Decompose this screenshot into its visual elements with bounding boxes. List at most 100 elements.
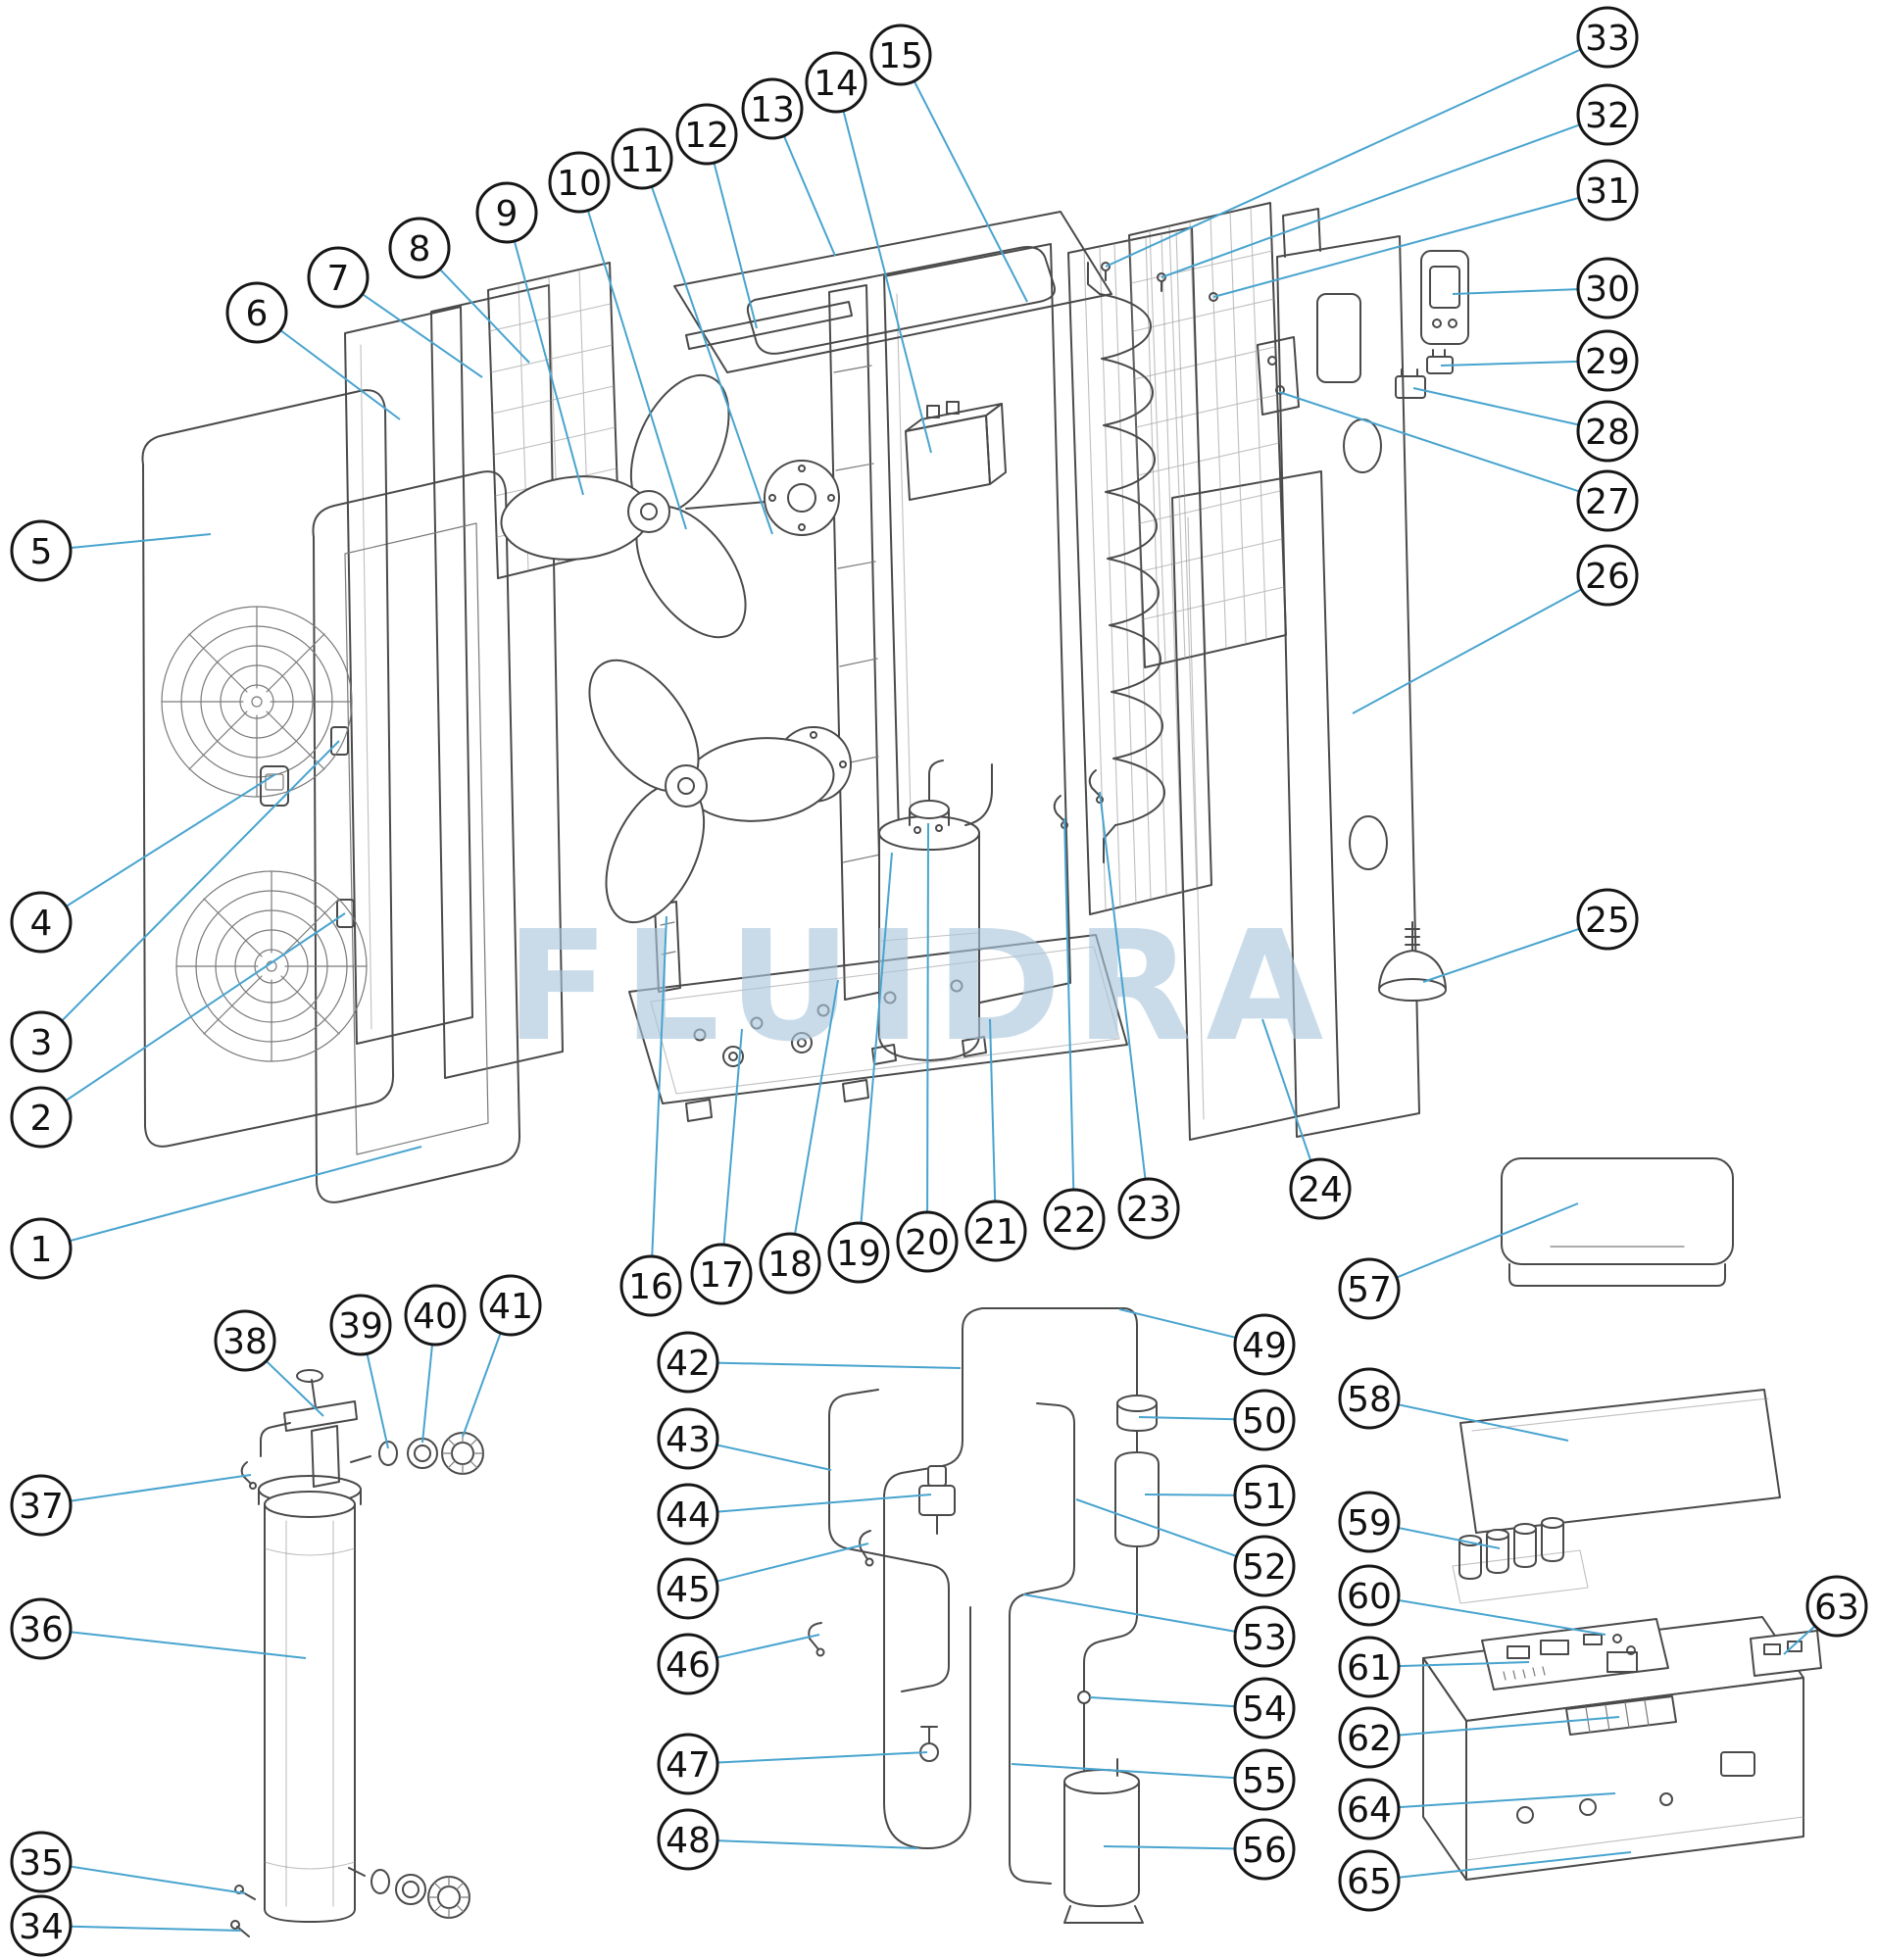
callout-60: 60: [1338, 1564, 1606, 1636]
callout-9: 9: [475, 181, 584, 496]
callout-number-30: 30: [1585, 270, 1630, 310]
callout-number-26: 26: [1585, 557, 1630, 597]
callout-36: 36: [10, 1597, 307, 1660]
callout-24: 24: [1261, 1018, 1352, 1220]
callout-64: 64: [1338, 1778, 1616, 1840]
callout-circle-56: [1233, 1818, 1296, 1881]
leader-line-14: [835, 81, 932, 454]
callout-number-7: 7: [327, 259, 350, 299]
callout-circle-54: [1233, 1677, 1296, 1740]
callout-2: 2: [10, 912, 346, 1149]
callout-63: 63: [1783, 1575, 1868, 1655]
callout-circle-26: [1576, 544, 1639, 607]
callout-number-4: 4: [30, 904, 53, 944]
leader-line-52: [1075, 1498, 1265, 1567]
callout-1: 1: [10, 1146, 422, 1280]
callout-circle-10: [548, 151, 611, 214]
leader-line-26: [1352, 574, 1608, 714]
callout-number-10: 10: [557, 164, 602, 204]
callout-23: 23: [1099, 791, 1180, 1240]
callout-circle-37: [10, 1474, 73, 1537]
coil-sensors-sketch: [1053, 769, 1104, 829]
callout-number-35: 35: [19, 1843, 64, 1884]
callout-number-3: 3: [30, 1023, 53, 1063]
callout-number-9: 9: [496, 194, 519, 234]
leader-line-42: [687, 1361, 962, 1369]
callout-circle-2: [10, 1086, 73, 1149]
callout-51: 51: [1144, 1464, 1296, 1527]
leader-line-37: [40, 1474, 252, 1506]
callout-number-52: 52: [1242, 1547, 1287, 1588]
leader-line-18: [789, 979, 839, 1264]
callout-17: 17: [690, 1028, 753, 1305]
callout-21: 21: [964, 1018, 1027, 1262]
callout-number-65: 65: [1347, 1862, 1392, 1902]
fan-propeller-lower-sketch: [588, 659, 835, 924]
callout-number-58: 58: [1347, 1380, 1392, 1420]
callout-circle-51: [1233, 1464, 1296, 1527]
callout-11: 11: [611, 127, 773, 535]
fluidra-watermark: FLUIDRA: [506, 898, 1338, 1075]
callout-number-37: 37: [19, 1487, 64, 1527]
leader-line-47: [687, 1751, 928, 1765]
leader-line-55: [1011, 1763, 1265, 1781]
leader-line-34: [40, 1925, 242, 1932]
callout-circle-60: [1338, 1564, 1401, 1627]
compressor-sketch: [871, 760, 993, 1065]
callout-circle-13: [741, 77, 804, 140]
leader-line-60: [1368, 1594, 1606, 1636]
callout-number-47: 47: [666, 1745, 711, 1786]
terminal-strip-sketch: [1565, 1695, 1677, 1736]
callout-number-11: 11: [619, 140, 665, 180]
callout-number-60: 60: [1347, 1577, 1392, 1617]
callout-circle-5: [10, 519, 73, 582]
callout-48: 48: [657, 1808, 918, 1871]
callout-circle-24: [1289, 1157, 1352, 1220]
callout-14: 14: [805, 51, 932, 454]
refrigerant-piping-sketch: [808, 1307, 1160, 1924]
callout-47: 47: [657, 1733, 928, 1795]
callout-number-43: 43: [666, 1420, 711, 1460]
callout-number-38: 38: [222, 1322, 268, 1362]
callout-55: 55: [1011, 1748, 1296, 1811]
callout-39: 39: [329, 1294, 392, 1449]
callout-circle-40: [404, 1284, 467, 1347]
callout-number-2: 2: [30, 1099, 53, 1139]
leader-line-22: [1063, 817, 1075, 1220]
callout-18: 18: [759, 979, 839, 1295]
callout-number-32: 32: [1585, 96, 1630, 136]
callout-12: 12: [675, 103, 758, 329]
controller-display-sketch: [1420, 250, 1469, 345]
main-pcb-sketch: [1481, 1618, 1669, 1690]
leader-line-27: [1278, 391, 1608, 502]
leader-line-45: [687, 1543, 869, 1590]
callout-circle-11: [611, 127, 673, 190]
callout-circle-32: [1576, 83, 1639, 146]
callout-circle-50: [1233, 1389, 1296, 1451]
leader-line-23: [1099, 791, 1150, 1209]
callout-circle-3: [10, 1010, 73, 1073]
top-screws-sketch: [1101, 262, 1218, 302]
top-cover-sketch: [673, 211, 1112, 373]
evaporator-coil-sketch: [1067, 226, 1212, 915]
callout-circle-52: [1233, 1535, 1296, 1597]
leader-line-19: [858, 852, 893, 1253]
callout-circle-27: [1576, 469, 1639, 532]
callout-number-48: 48: [666, 1821, 711, 1861]
callout-circle-30: [1576, 257, 1639, 319]
control-box-cover-sketch: [1501, 1157, 1734, 1287]
callout-number-46: 46: [666, 1645, 711, 1686]
callout-number-45: 45: [666, 1570, 711, 1610]
callout-number-5: 5: [30, 532, 53, 572]
callout-8: 8: [388, 217, 530, 364]
callout-number-44: 44: [666, 1495, 711, 1536]
callout-circle-44: [657, 1483, 719, 1545]
leader-line-48: [687, 1838, 918, 1849]
fan-grille-lower: [175, 870, 368, 1062]
callout-number-54: 54: [1242, 1690, 1287, 1730]
callout-number-16: 16: [628, 1267, 673, 1307]
callout-number-15: 15: [878, 36, 923, 76]
wire-mesh-grid-sketch: [1128, 202, 1287, 668]
